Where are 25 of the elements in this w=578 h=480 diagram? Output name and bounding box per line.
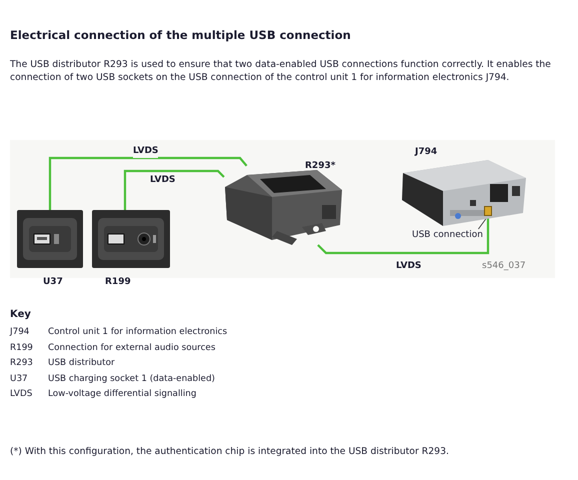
key-description: Control unit 1 for information electronics bbox=[48, 326, 228, 339]
key-code: R293 bbox=[10, 357, 33, 370]
edge-label: LVDS bbox=[133, 145, 158, 158]
title: Electrical connection of the multiple USB connection bbox=[10, 28, 351, 42]
key-code: LVDS bbox=[10, 388, 32, 401]
key-code: R199 bbox=[10, 342, 33, 354]
part-label: U37 bbox=[43, 276, 63, 289]
key-description: Connection for external audio sources bbox=[48, 342, 216, 354]
key-code: U37 bbox=[10, 372, 28, 386]
cable bbox=[317, 216, 490, 254]
key-description: Low-voltage differential signalling bbox=[48, 388, 196, 401]
part-label: J794 bbox=[415, 146, 438, 159]
key-description: USB charging socket 1 (data-enabled) bbox=[48, 372, 215, 386]
callout-label: USB connection bbox=[412, 229, 492, 243]
footnote: (*) With this configuration, the authentication chip is integrated into the USB distributor R293. bbox=[10, 445, 449, 458]
usb-port bbox=[484, 206, 492, 216]
cable bbox=[124, 170, 225, 210]
key-code: J794 bbox=[10, 326, 30, 339]
key-heading: Key bbox=[10, 308, 31, 321]
key-description: USB distributor bbox=[48, 357, 115, 370]
paragraph: The USB distributor R293 is used to ensure that two data-enabled USB connections function correctly. It enables the connection of two USB sockets on the USB connection of the control unit 1 for information electronics J794. bbox=[10, 58, 552, 84]
part-label: R293* bbox=[305, 160, 336, 173]
part-label: R199 bbox=[105, 276, 131, 289]
figure-number: s546_037 bbox=[482, 260, 526, 273]
cable bbox=[48, 156, 248, 210]
